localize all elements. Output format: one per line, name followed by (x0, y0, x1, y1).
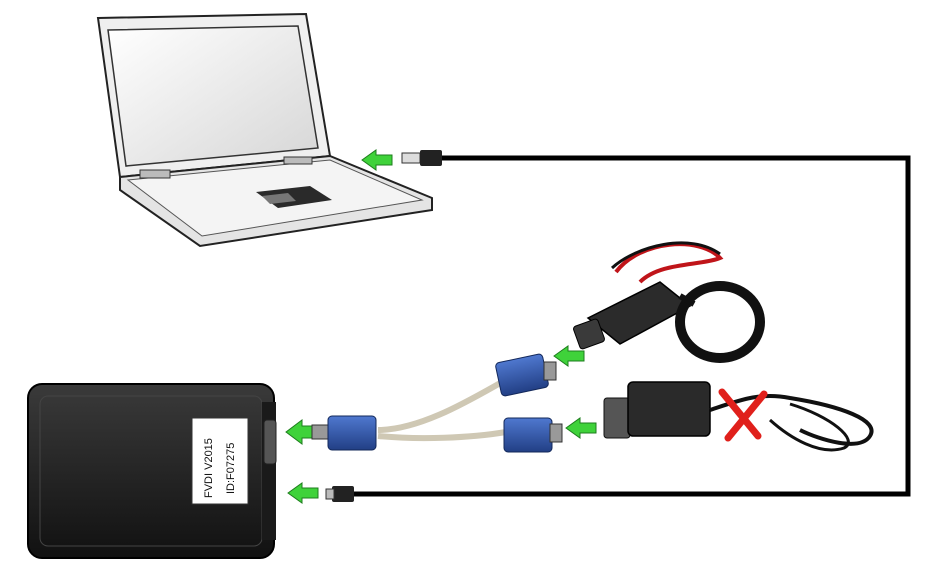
y-cable-icon (311, 353, 563, 453)
red-cross-icon (718, 388, 768, 442)
device-label-line1: FVDI V2015 (203, 438, 215, 498)
arrow-left-icon (565, 417, 597, 439)
coil-adapter-icon (573, 241, 765, 363)
laptop-icon (96, 12, 433, 248)
arrow-left-icon (361, 149, 393, 171)
usb-plug-icon (325, 486, 354, 502)
usb-plug-icon (401, 150, 442, 166)
usb-cable (352, 155, 911, 497)
arrow-left-icon (553, 345, 585, 367)
device-label-line2: ID:F07275 (225, 443, 237, 494)
arrow-left-icon (287, 482, 319, 504)
fvdi-device-icon: FVDI V2015 ID:F07275 (27, 383, 277, 559)
obd-adapter-icon (603, 381, 874, 452)
